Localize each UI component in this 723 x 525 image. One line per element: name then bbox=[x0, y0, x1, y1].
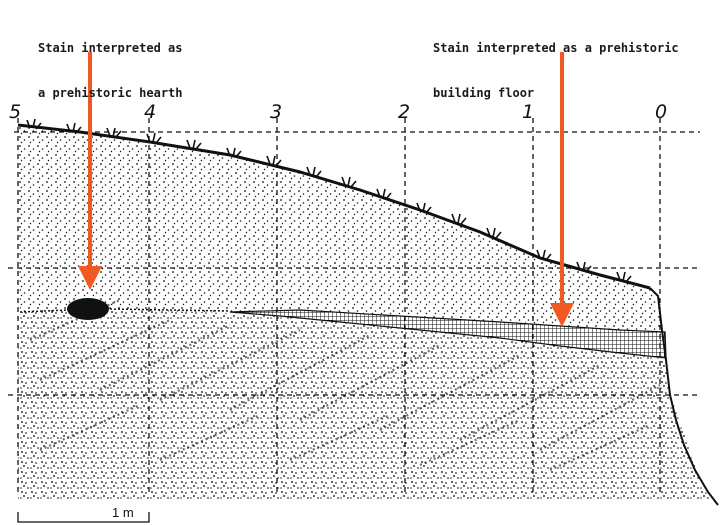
hearth-annotation: Stain interpreted as a prehistoric heart… bbox=[38, 11, 183, 131]
floor-annotation-line2: building floor bbox=[433, 86, 535, 100]
lower-dense-layer bbox=[18, 310, 710, 500]
floor-annotation: Stain interpreted as a prehistoric build… bbox=[433, 11, 679, 131]
hearth-stain bbox=[67, 298, 109, 320]
hearth-annotation-line2: a prehistoric hearth bbox=[38, 86, 183, 100]
vegetation-tufts bbox=[26, 118, 632, 283]
diagonal-streaks bbox=[29, 298, 661, 472]
cliff-edge bbox=[649, 287, 719, 506]
hearth-dotted-line bbox=[19, 308, 231, 313]
grid-lines bbox=[8, 118, 700, 495]
annotation-arrows bbox=[78, 52, 574, 327]
grid-label-0: 0 bbox=[655, 101, 668, 123]
scale-bar-label: 1 m bbox=[112, 505, 134, 520]
grid-label-1: 1 bbox=[522, 101, 535, 123]
grid-label-5: 5 bbox=[9, 101, 22, 123]
grid-label-4: 4 bbox=[144, 101, 157, 123]
floor-arrowhead bbox=[550, 303, 574, 327]
grid-label-3: 3 bbox=[270, 101, 283, 123]
floor-annotation-line1: Stain interpreted as a prehistoric bbox=[433, 41, 679, 55]
hearth-arrowhead bbox=[78, 266, 102, 290]
grid-label-2: 2 bbox=[398, 101, 411, 123]
hearth-annotation-line1: Stain interpreted as bbox=[38, 41, 183, 55]
scale-bar bbox=[17, 512, 150, 523]
upper-sand-layer bbox=[18, 125, 662, 330]
